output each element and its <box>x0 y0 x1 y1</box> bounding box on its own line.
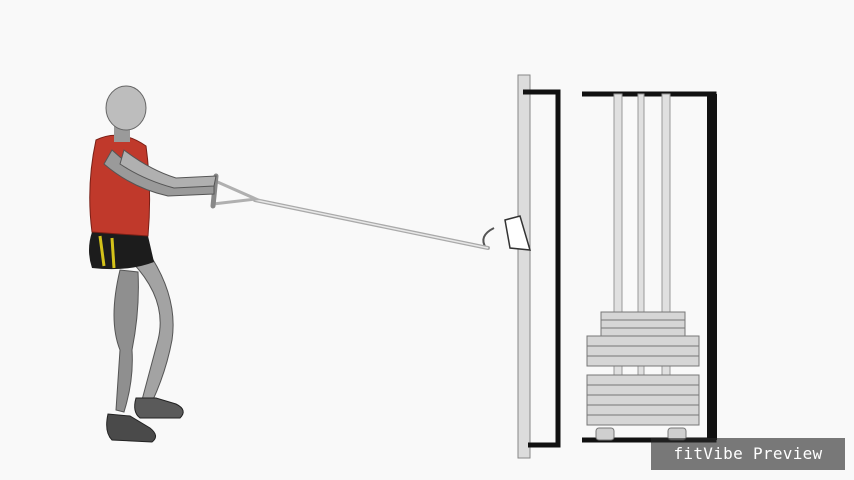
stack-foot-left <box>595 427 615 441</box>
weight-stack-lower <box>586 374 700 426</box>
shoe-front-icon <box>134 397 184 419</box>
v-handle-icon <box>212 178 262 206</box>
athlete-figure-icon <box>89 85 217 443</box>
watermark-label: fitVibe Preview <box>651 438 845 470</box>
cable-hook <box>482 227 495 249</box>
cable-machine-icon <box>482 74 717 459</box>
shoe-back-icon <box>106 413 156 443</box>
machine-left-post <box>517 74 531 459</box>
weight-stack-upper <box>586 311 700 367</box>
shorts <box>89 232 154 270</box>
pulley <box>504 215 532 251</box>
head-icon <box>105 85 147 131</box>
cable-icon <box>210 173 490 250</box>
machine-left-frame <box>523 89 561 448</box>
machine-right-frame-edge <box>707 94 717 440</box>
